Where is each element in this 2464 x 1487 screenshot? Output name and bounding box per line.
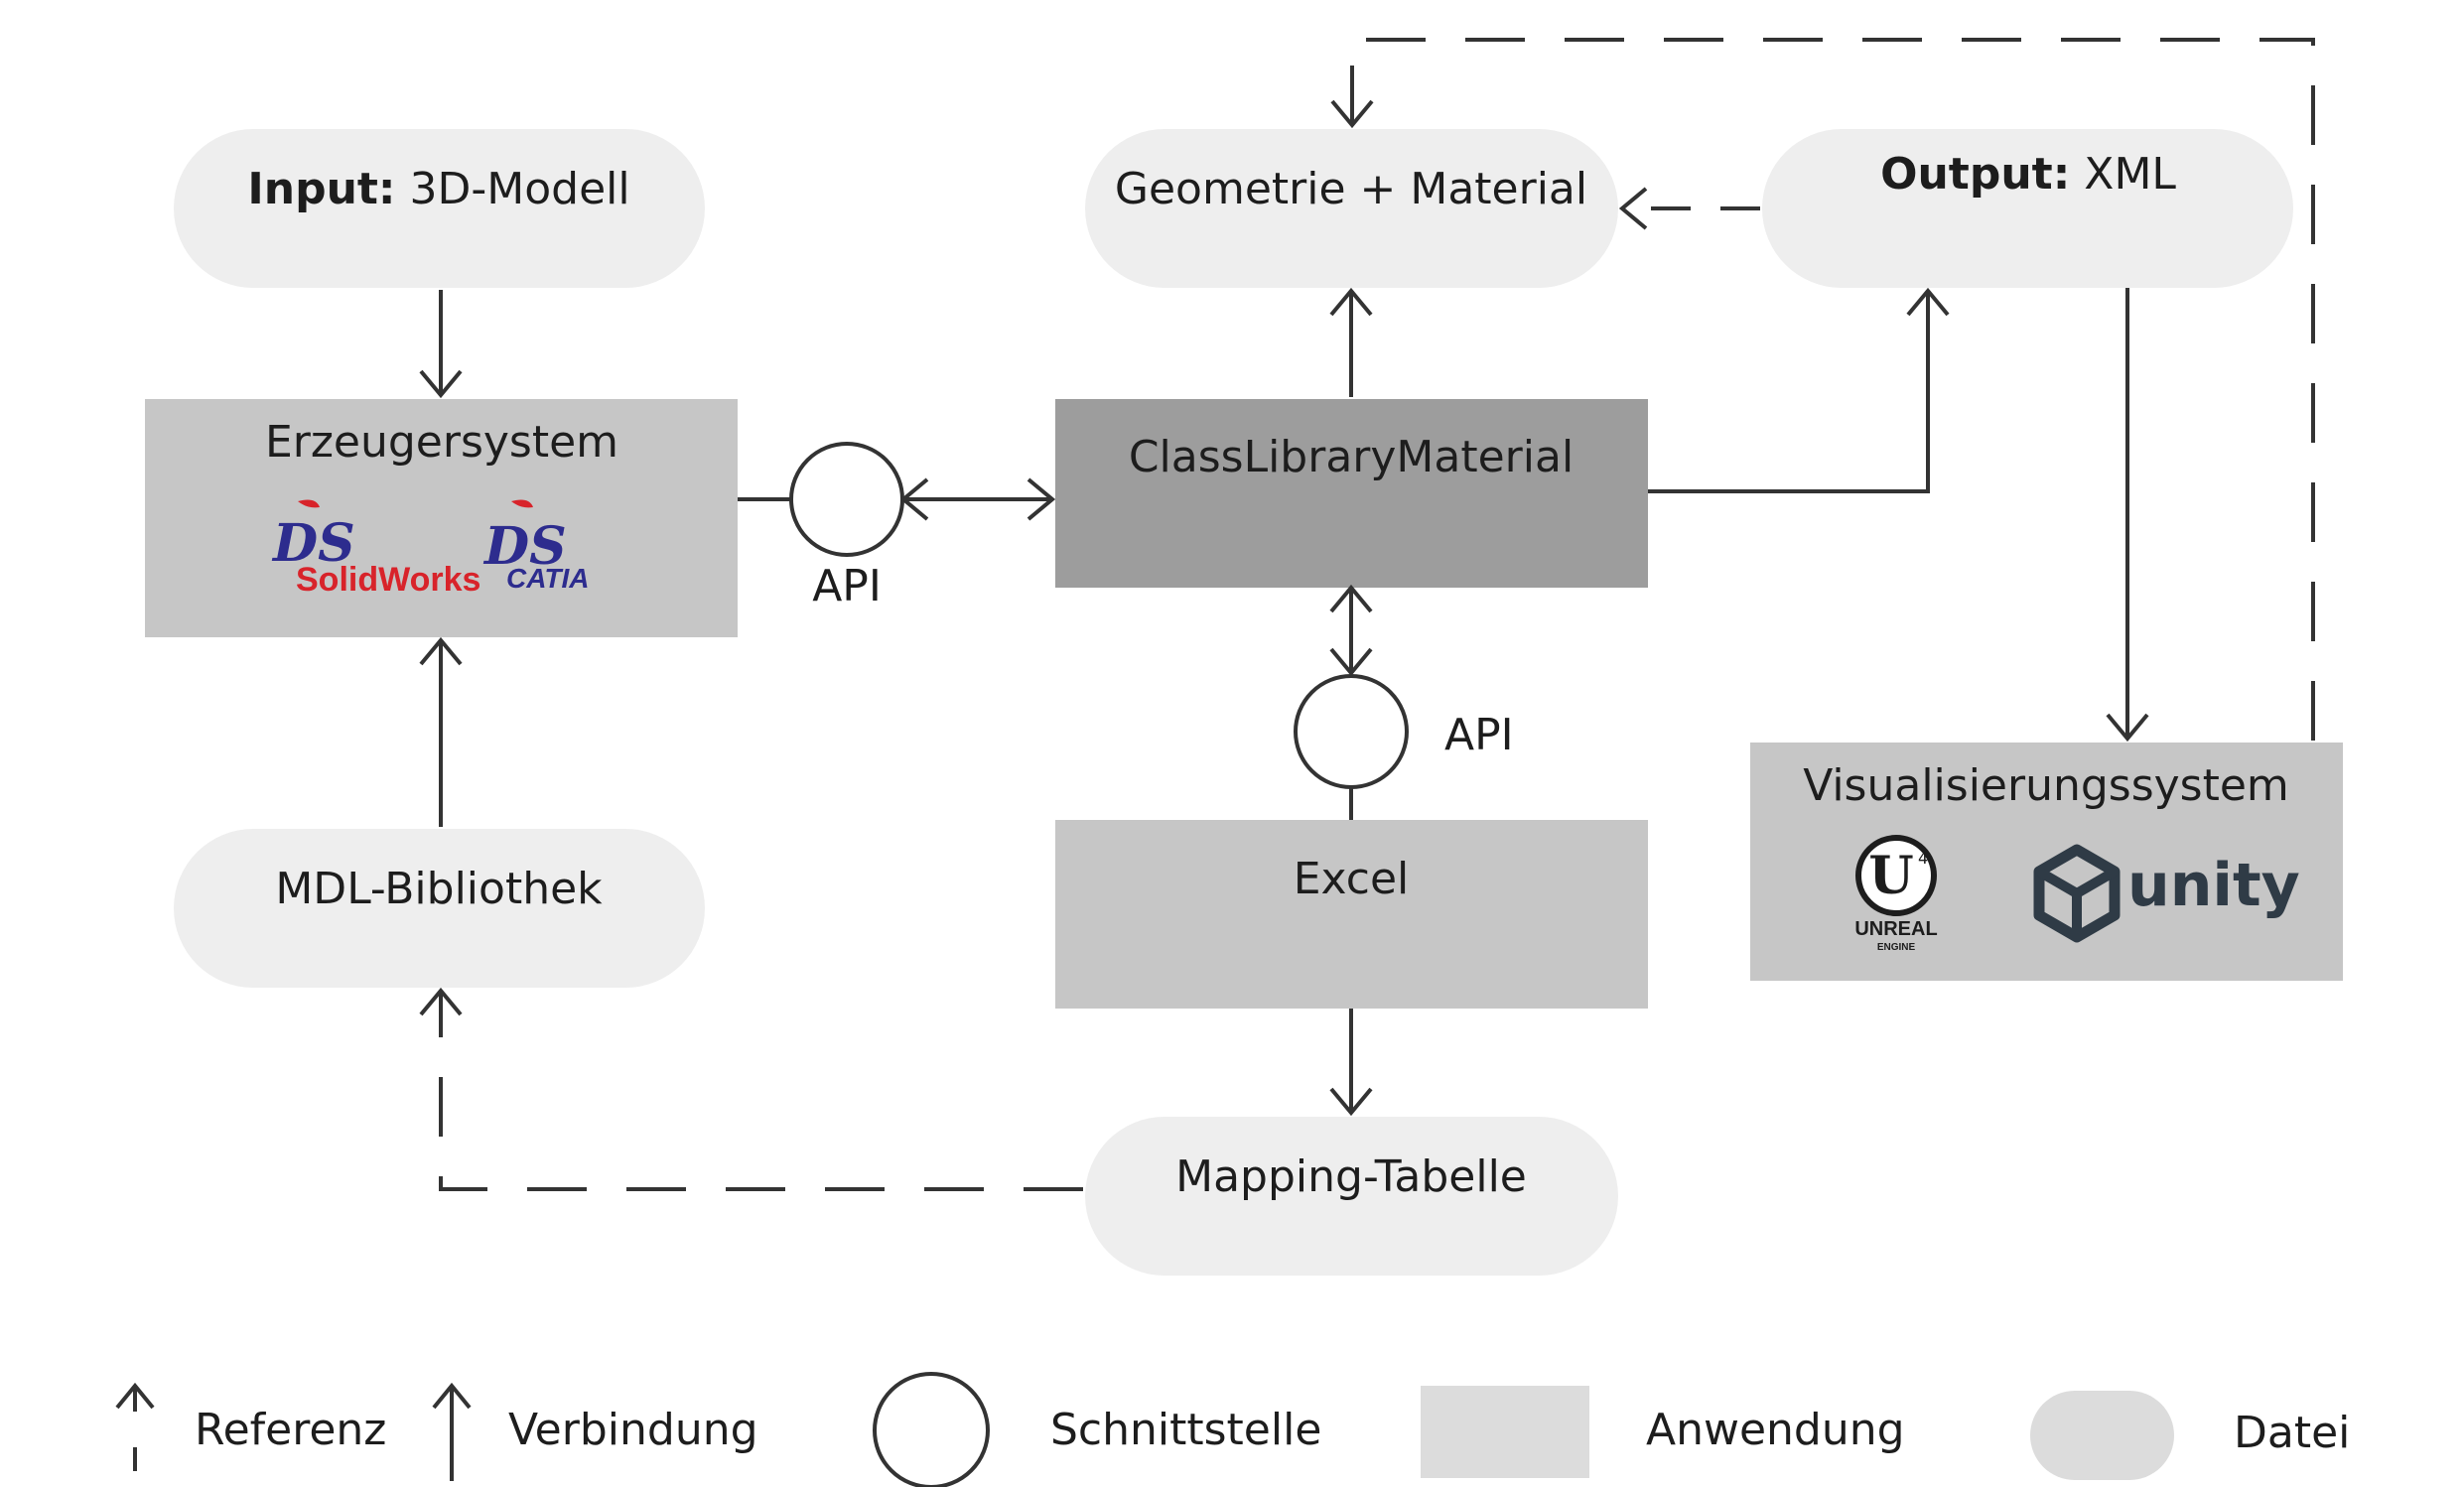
reference-visualisierungssystem-to-geometrie [1330,38,2315,741]
api-interface-left: API [789,442,904,611]
input-file-node: Input: 3D-Modell [174,129,705,288]
legend-schnittstelle: Schnittstelle [873,1372,1321,1487]
geometrie-material-shape [1085,129,1618,288]
unreal-engine-logo-text: ENGINE [1877,942,1916,953]
api-circle-left [789,442,904,557]
catia-logo: DS CATIA [482,499,589,594]
solidworks-logo-text: SolidWorks [296,561,480,599]
api-circle-middle [1294,674,1409,789]
connector-classlibrary-to-api-middle [1329,584,1373,677]
connector-api-to-classlibrary [899,477,1056,521]
unreal-u-icon: U [1868,846,1913,906]
connector-classlibrary-to-output [1648,287,1950,493]
unreal-version-icon: 4 [1918,849,1928,868]
reference-output-to-geometrie [1618,187,1760,230]
connector-output-to-visualisierungssystem [2106,288,2149,743]
erzeugersystem-node: Erzeugersystem DS SolidWorks DS CATIA [145,399,738,637]
legend: Referenz Verbindung Schnittstelle Anwend… [115,1372,2350,1487]
excel-label: Excel [1294,854,1410,904]
legend-datei-icon [2030,1391,2174,1480]
connector-mdl-to-erzeugersystem [419,636,463,827]
reference-mapping-to-mdl [419,987,1083,1191]
legend-verbindung-label: Verbindung [508,1405,758,1455]
erzeugersystem-label: Erzeugersystem [265,417,618,468]
ds-logo-mark-solidworks: DS [271,513,355,574]
connector-input-to-erzeugersystem [419,290,463,399]
legend-datei: Datei [2030,1391,2350,1480]
classlibrarymaterial-label: ClassLibraryMaterial [1129,432,1574,482]
legend-anwendung-label: Anwendung [1646,1405,1905,1455]
legend-referenz: Referenz [115,1382,386,1479]
legend-schnittstelle-label: Schnittstelle [1050,1405,1321,1455]
unreal-engine-logo: U 4 UNREAL ENGINE [1854,835,1938,953]
legend-verbindung-arrowhead-icon [432,1382,472,1410]
solidworks-logo: DS SolidWorks [271,499,480,599]
catia-logo-text: CATIA [506,563,589,594]
visualisierungssystem-node: Visualisierungssystem U 4 UNREAL ENGINE … [1750,743,2343,981]
legend-referenz-arrowhead-icon [115,1382,155,1410]
legend-anwendung: Anwendung [1421,1386,1905,1478]
output-file-node: Output: XML [1762,129,2293,288]
api-label-left: API [812,561,882,611]
unreal-logo-text: UNREAL [1854,918,1937,940]
mapping-tabelle-shape [1085,1117,1618,1276]
excel-shape [1055,820,1648,1009]
erzeugersystem-shape [145,399,738,637]
ds-swoosh-icon [511,499,533,508]
unity-logo-text: unity [2127,851,2300,920]
geometrie-material-node: Geometrie + Material [1085,129,1618,288]
mapping-tabelle-node: Mapping-Tabelle [1085,1117,1618,1276]
mdl-bibliothek-label: MDL-Bibliothek [275,864,603,914]
legend-verbindung: Verbindung [432,1382,758,1481]
unity-cube-icon [2033,844,2121,943]
legend-anwendung-icon [1421,1386,1589,1478]
mapping-tabelle-label: Mapping-Tabelle [1175,1151,1527,1202]
visualisierungssystem-label: Visualisierungssystem [1803,760,2289,811]
legend-referenz-label: Referenz [195,1405,386,1455]
mdl-bibliothek-node: MDL-Bibliothek [174,829,705,988]
api-interface-middle: API [1294,674,1514,789]
connector-excel-to-mapping [1329,1009,1373,1117]
legend-datei-label: Datei [2234,1408,2350,1458]
output-file-label: Output: XML [1880,149,2176,200]
unity-logo: unity [2033,844,2300,943]
geometrie-material-label: Geometrie + Material [1115,164,1587,214]
input-file-label: Input: 3D-Modell [247,164,629,214]
ds-swoosh-icon [298,499,320,508]
connector-classlibrary-to-geometrie [1329,287,1373,397]
excel-node: Excel [1055,820,1648,1009]
unreal-circle-icon [1855,835,1937,916]
api-label-middle: API [1444,710,1514,760]
legend-schnittstelle-icon [873,1372,990,1487]
output-file-shape [1762,129,2293,288]
input-file-shape [174,129,705,288]
mdl-bibliothek-shape [174,829,705,988]
ds-logo-mark-catia: DS [482,516,567,577]
classlibrarymaterial-shape [1055,399,1648,588]
classlibrarymaterial-node: ClassLibraryMaterial [1055,399,1648,588]
